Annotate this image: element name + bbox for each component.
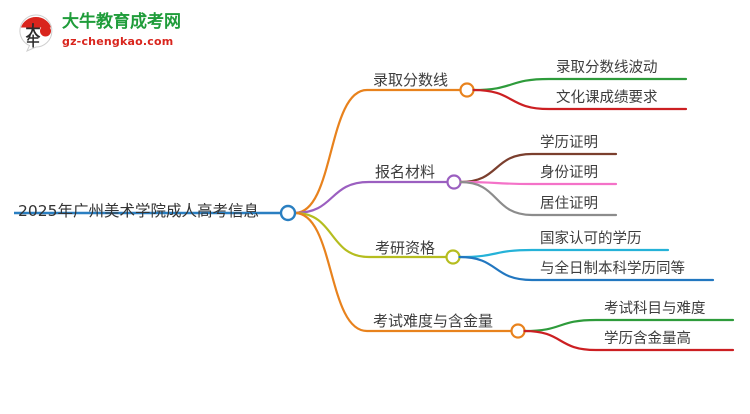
leaf-connector (458, 255, 715, 282)
logo-subtitle: gz-chengkao.com (62, 35, 174, 48)
leaf-connector (459, 180, 618, 217)
branch-connector (293, 88, 462, 215)
leaf-connector (459, 180, 618, 186)
logo-wordmark: 大牛教育成考网 gz-chengkao.com (62, 12, 202, 49)
root-node-label[interactable]: 2025年广州美术学院成人高考信息 (18, 202, 259, 220)
leaf-connector (472, 88, 688, 111)
root-node[interactable] (279, 204, 297, 222)
leaf-connector (458, 248, 670, 259)
branch-node-3[interactable] (445, 249, 461, 265)
branch-label-3[interactable]: 考研资格 (375, 239, 436, 257)
svg-text:大: 大 (25, 22, 40, 40)
branch-node-4[interactable] (510, 323, 526, 339)
leaf-label-1-1[interactable]: 录取分数线波动 (556, 60, 658, 76)
leaf-label-4-2[interactable]: 学历含金量高 (604, 331, 691, 347)
leaf-label-3-2[interactable]: 与全日制本科学历同等 (540, 261, 685, 277)
leaf-connector (523, 329, 735, 352)
logo-mark-icon: 大 牛 (14, 10, 58, 54)
leaf-label-3-1[interactable]: 国家认可的学历 (540, 231, 642, 247)
branch-label-1[interactable]: 录取分数线 (373, 71, 449, 89)
logo-title: 大牛教育成考网 (62, 12, 181, 32)
leaf-connector (472, 77, 688, 92)
leaf-label-2-3[interactable]: 居住证明 (540, 196, 598, 212)
branch-node-1[interactable] (459, 82, 475, 98)
branch-label-4[interactable]: 考试难度与含金量 (373, 312, 494, 330)
leaf-connector (459, 152, 618, 184)
branch-node-2[interactable] (446, 174, 462, 190)
leaf-label-4-1[interactable]: 考试科目与难度 (604, 301, 706, 317)
branch-label-2[interactable]: 报名材料 (375, 163, 436, 181)
branch-connector (293, 211, 448, 259)
branch-connector (293, 180, 449, 215)
site-logo: 大 牛 大牛教育成考网 gz-chengkao.com (12, 8, 202, 56)
svg-text:牛: 牛 (26, 34, 39, 50)
leaf-connector (523, 318, 735, 333)
branch-connector (293, 211, 513, 333)
leaf-label-1-2[interactable]: 文化课成绩要求 (556, 90, 658, 106)
leaf-label-2-1[interactable]: 学历证明 (540, 135, 598, 151)
leaf-label-2-2[interactable]: 身份证明 (540, 165, 598, 181)
